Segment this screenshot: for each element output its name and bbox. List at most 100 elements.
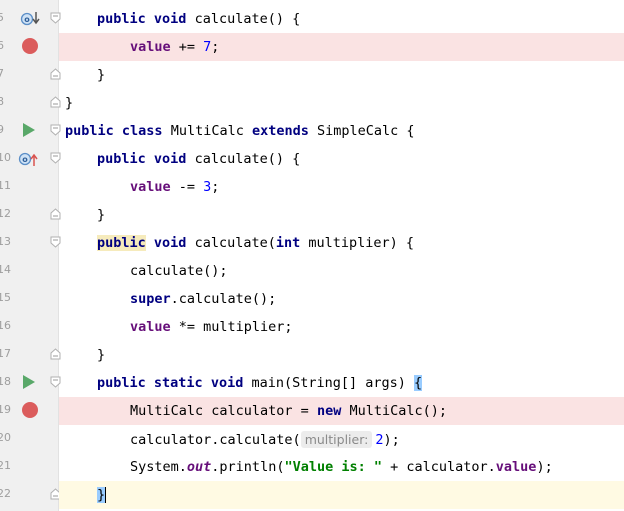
fold-icon[interactable] <box>50 152 61 164</box>
line-number: 17 <box>0 347 11 360</box>
code-text: } <box>97 347 106 363</box>
code-text: } <box>65 95 74 111</box>
code-line[interactable]: 10 o public void calculate() { <box>0 145 624 173</box>
line-number: 13 <box>0 235 11 248</box>
code-text: main(String[] args) <box>243 375 415 391</box>
code-text: calculate() { <box>186 151 301 167</box>
code-text: SimpleCalc { <box>308 123 415 139</box>
breakpoint-icon[interactable] <box>21 401 41 425</box>
fold-icon[interactable] <box>50 376 61 388</box>
keyword: void <box>210 375 244 391</box>
code-text: .println( <box>211 459 285 475</box>
code-line[interactable]: 8 } <box>0 89 624 117</box>
parameter-hint: multiplier: <box>300 431 373 448</box>
matched-brace: { <box>414 375 423 391</box>
text-caret <box>105 487 107 503</box>
line-number: 11 <box>0 179 11 192</box>
line-number: 18 <box>0 375 11 388</box>
line-number: 12 <box>0 207 11 220</box>
number-literal: 7 <box>203 39 212 55</box>
code-text: calculate(); <box>130 263 228 279</box>
code-text: MultiCalc(); <box>341 403 447 419</box>
code-line[interactable]: 6 value += 7; <box>0 33 624 61</box>
code-text: calculator.calculate( <box>130 432 301 448</box>
keyword: public <box>97 151 146 167</box>
code-line[interactable]: 19 MultiCalc calculator = new MultiCalc(… <box>0 397 624 425</box>
code-text: MultiCalc calculator = <box>130 403 317 419</box>
keyword: public <box>97 375 146 391</box>
code-line[interactable]: 21 System.out.println("Value is: " + cal… <box>0 453 624 481</box>
field-name: value <box>495 459 537 475</box>
run-icon[interactable] <box>21 122 37 142</box>
line-number: 8 <box>0 95 4 108</box>
keyword: class <box>121 123 163 139</box>
code-text: MultiCalc <box>162 123 252 139</box>
code-line[interactable]: 18 public static void main(String[] args… <box>0 369 624 397</box>
code-line[interactable]: 5 o public void calculate() { <box>0 5 624 33</box>
keyword: extends <box>251 123 309 139</box>
keyword: static <box>153 375 203 391</box>
code-line[interactable]: 11 value -= 3; <box>0 173 624 201</box>
fold-end-icon[interactable] <box>50 68 61 80</box>
code-text: + calculator. <box>382 459 496 475</box>
keyword: void <box>153 151 187 167</box>
code-line[interactable]: 22 } <box>0 481 624 509</box>
overriding-method-icon[interactable]: o <box>18 150 40 172</box>
svg-text:o: o <box>22 155 28 164</box>
fold-end-icon[interactable] <box>50 208 61 220</box>
svg-text:o: o <box>24 15 30 24</box>
code-text: } <box>97 67 106 83</box>
fold-end-icon[interactable] <box>50 348 61 360</box>
line-number: 14 <box>0 263 11 276</box>
line-number: 6 <box>0 39 4 52</box>
keyword: void <box>153 11 187 27</box>
code-line[interactable]: 9 public class MultiCalc extends SimpleC… <box>0 117 624 145</box>
code-line[interactable]: 16 value *= multiplier; <box>0 313 624 341</box>
breakpoint-icon[interactable] <box>21 37 41 61</box>
field-name: value <box>130 179 171 195</box>
fold-end-icon[interactable] <box>50 488 61 500</box>
line-number: 7 <box>0 67 4 80</box>
line-number: 9 <box>0 123 4 136</box>
fold-end-icon[interactable] <box>50 96 61 108</box>
code-text: ; <box>211 179 220 195</box>
line-number: 5 <box>0 11 4 24</box>
keyword: super <box>130 291 171 307</box>
code-line[interactable]: 20 calculator.calculate(multiplier:2); <box>0 425 624 453</box>
keyword: void <box>153 235 187 251</box>
overridden-method-icon[interactable]: o <box>20 10 40 32</box>
code-text: calculate() { <box>186 11 301 27</box>
static-field: out <box>186 459 212 475</box>
code-line[interactable]: 17 } <box>0 341 624 369</box>
code-text: += <box>170 39 204 55</box>
code-line[interactable]: 12 } <box>0 201 624 229</box>
fold-icon[interactable] <box>50 236 61 248</box>
number-literal: 3 <box>203 179 212 195</box>
line-number: 15 <box>0 291 11 304</box>
keyword: public <box>97 11 146 27</box>
code-text: .calculate(); <box>170 291 277 307</box>
fold-icon[interactable] <box>50 124 61 136</box>
line-number: 19 <box>0 403 11 416</box>
keyword: public <box>97 235 146 251</box>
code-text: ); <box>536 459 553 475</box>
code-line[interactable]: 7 } <box>0 61 624 89</box>
code-text: multiplier) { <box>300 235 415 251</box>
keyword: new <box>316 403 342 419</box>
code-line[interactable]: 15 super.calculate(); <box>0 285 624 313</box>
keyword: public <box>65 123 114 139</box>
code-text: calculate( <box>186 235 276 251</box>
fold-icon[interactable] <box>50 12 61 24</box>
code-text: *= multiplier; <box>170 319 293 335</box>
code-text: -= <box>170 179 204 195</box>
code-text: System. <box>130 459 187 475</box>
code-line[interactable]: 14 calculate(); <box>0 257 624 285</box>
code-text: } <box>97 207 106 223</box>
run-icon[interactable] <box>21 374 37 394</box>
code-text: ; <box>211 39 220 55</box>
line-number: 20 <box>0 431 11 444</box>
editor-gutter[interactable] <box>0 0 59 511</box>
line-number: 22 <box>0 487 11 500</box>
code-line[interactable]: 13 public void calculate(int multiplier)… <box>0 229 624 257</box>
